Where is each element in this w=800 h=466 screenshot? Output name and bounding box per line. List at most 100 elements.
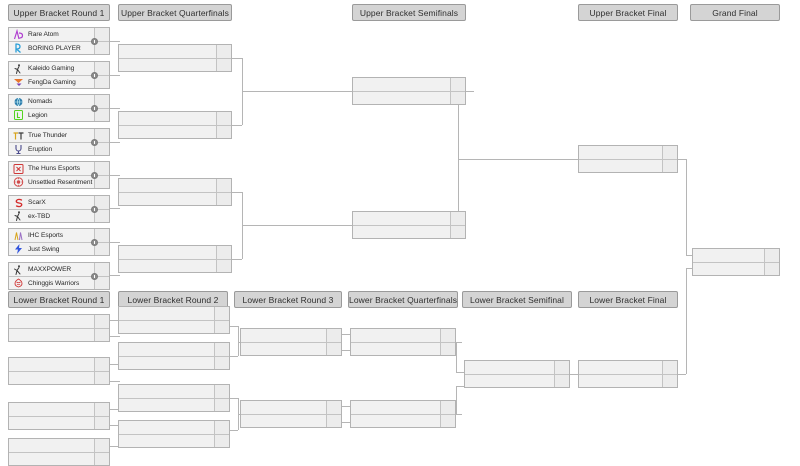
match-lbqf-m2[interactable] — [350, 400, 456, 428]
match-lbr3-m2[interactable] — [240, 400, 342, 428]
round-header-lower-bracket-round-3[interactable]: Lower Bracket Round 3 — [234, 291, 342, 308]
match-team-row[interactable] — [241, 401, 341, 414]
round-header-grand-final[interactable]: Grand Final — [690, 4, 780, 21]
match-team-row[interactable]: The Huns Esports — [9, 162, 109, 175]
match-team-row[interactable] — [353, 212, 465, 225]
match-team-row[interactable] — [351, 342, 455, 355]
match-gf-m1[interactable] — [692, 248, 780, 276]
match-team-row[interactable] — [119, 343, 229, 356]
match-team-row[interactable] — [9, 439, 109, 452]
match-team-row[interactable] — [351, 414, 455, 427]
match-team-row[interactable] — [9, 416, 109, 429]
match-team-row[interactable] — [119, 259, 231, 272]
match-team-row[interactable] — [119, 434, 229, 447]
match-team-row[interactable] — [119, 385, 229, 398]
match-team-row[interactable]: Legion — [9, 108, 109, 121]
match-team-row[interactable] — [119, 307, 229, 320]
match-team-row[interactable] — [9, 403, 109, 416]
match-team-row[interactable] — [351, 329, 455, 342]
round-header-upper-bracket-quarterfinals[interactable]: Upper Bracket Quarterfinals — [118, 4, 232, 21]
match-details-icon[interactable] — [91, 205, 98, 213]
match-lbr2-m4[interactable] — [118, 420, 230, 448]
match-team-row[interactable] — [119, 58, 231, 71]
match-details-icon[interactable] — [91, 104, 98, 112]
match-team-row[interactable] — [579, 146, 677, 159]
match-lbr3-m1[interactable] — [240, 328, 342, 356]
match-team-row[interactable] — [119, 125, 231, 138]
round-header-upper-bracket-round-1[interactable]: Upper Bracket Round 1 — [8, 4, 110, 21]
match-team-row[interactable] — [465, 361, 569, 374]
match-details-icon[interactable] — [91, 272, 98, 280]
match-ubqf-m4[interactable] — [118, 245, 232, 273]
match-team-row[interactable]: BORING PLAYER — [9, 41, 109, 54]
match-team-row[interactable]: IHC Esports — [9, 229, 109, 242]
match-team-row[interactable] — [241, 329, 341, 342]
match-team-row[interactable] — [119, 246, 231, 259]
match-team-row[interactable] — [119, 356, 229, 369]
match-lbr2-m2[interactable] — [118, 342, 230, 370]
round-header-lower-bracket-final[interactable]: Lower Bracket Final — [578, 291, 678, 308]
match-details-icon[interactable] — [91, 37, 98, 45]
match-team-row[interactable]: Nomads — [9, 95, 109, 108]
match-team-row[interactable]: Kaleido Gaming — [9, 62, 109, 75]
round-header-lower-bracket-quarterfinals[interactable]: Lower Bracket Quarterfinals — [348, 291, 458, 308]
match-team-row[interactable]: Chinggis Warriors — [9, 276, 109, 289]
match-ubqf-m1[interactable] — [118, 44, 232, 72]
match-team-row[interactable] — [9, 315, 109, 328]
match-team-row[interactable] — [693, 262, 779, 275]
match-team-row[interactable] — [465, 374, 569, 387]
match-lbr1-m2[interactable] — [8, 357, 110, 385]
match-team-row[interactable] — [119, 192, 231, 205]
match-details-icon[interactable] — [91, 138, 98, 146]
match-team-row[interactable] — [241, 342, 341, 355]
match-team-row[interactable] — [353, 78, 465, 91]
round-header-upper-bracket-semifinals[interactable]: Upper Bracket Semifinals — [352, 4, 466, 21]
match-team-row[interactable] — [353, 225, 465, 238]
match-team-row[interactable] — [119, 398, 229, 411]
match-lbr2-m1[interactable] — [118, 306, 230, 334]
match-team-row[interactable]: Just Swing — [9, 242, 109, 255]
match-team-row[interactable] — [119, 112, 231, 125]
match-team-row[interactable] — [9, 328, 109, 341]
match-ubqf-m2[interactable] — [118, 111, 232, 139]
match-team-row[interactable]: Rare Atom — [9, 28, 109, 41]
match-team-row[interactable] — [351, 401, 455, 414]
match-lbr2-m3[interactable] — [118, 384, 230, 412]
match-details-icon[interactable] — [91, 171, 98, 179]
match-team-row[interactable] — [9, 358, 109, 371]
match-team-row[interactable] — [241, 414, 341, 427]
match-team-row[interactable] — [9, 371, 109, 384]
match-ubqf-m3[interactable] — [118, 178, 232, 206]
match-ubsf-m2[interactable] — [352, 211, 466, 239]
match-lbf-m1[interactable] — [578, 360, 678, 388]
match-team-row[interactable] — [353, 91, 465, 104]
match-lbqf-m1[interactable] — [350, 328, 456, 356]
match-team-row[interactable]: True Thunder — [9, 129, 109, 142]
match-team-row[interactable]: Eruption — [9, 142, 109, 155]
match-ubf-m1[interactable] — [578, 145, 678, 173]
match-ubsf-m1[interactable] — [352, 77, 466, 105]
match-team-row[interactable]: FengDa Gaming — [9, 75, 109, 88]
match-team-row[interactable] — [693, 249, 779, 262]
match-lbr1-m4[interactable] — [8, 438, 110, 466]
match-details-icon[interactable] — [91, 71, 98, 79]
round-header-upper-bracket-final[interactable]: Upper Bracket Final — [578, 4, 678, 21]
match-team-row[interactable]: ex-TBD — [9, 209, 109, 222]
match-team-row[interactable] — [579, 159, 677, 172]
round-header-lower-bracket-round-1[interactable]: Lower Bracket Round 1 — [8, 291, 110, 308]
match-team-row[interactable]: MAXXPOWER — [9, 263, 109, 276]
match-lbr1-m1[interactable] — [8, 314, 110, 342]
match-team-row[interactable] — [579, 374, 677, 387]
match-team-row[interactable]: ScarX — [9, 196, 109, 209]
round-header-lower-bracket-semifinal[interactable]: Lower Bracket Semifinal — [462, 291, 572, 308]
match-team-row[interactable] — [119, 45, 231, 58]
match-details-icon[interactable] — [91, 238, 98, 246]
match-lbr1-m3[interactable] — [8, 402, 110, 430]
match-team-row[interactable] — [119, 179, 231, 192]
match-team-row[interactable] — [119, 421, 229, 434]
